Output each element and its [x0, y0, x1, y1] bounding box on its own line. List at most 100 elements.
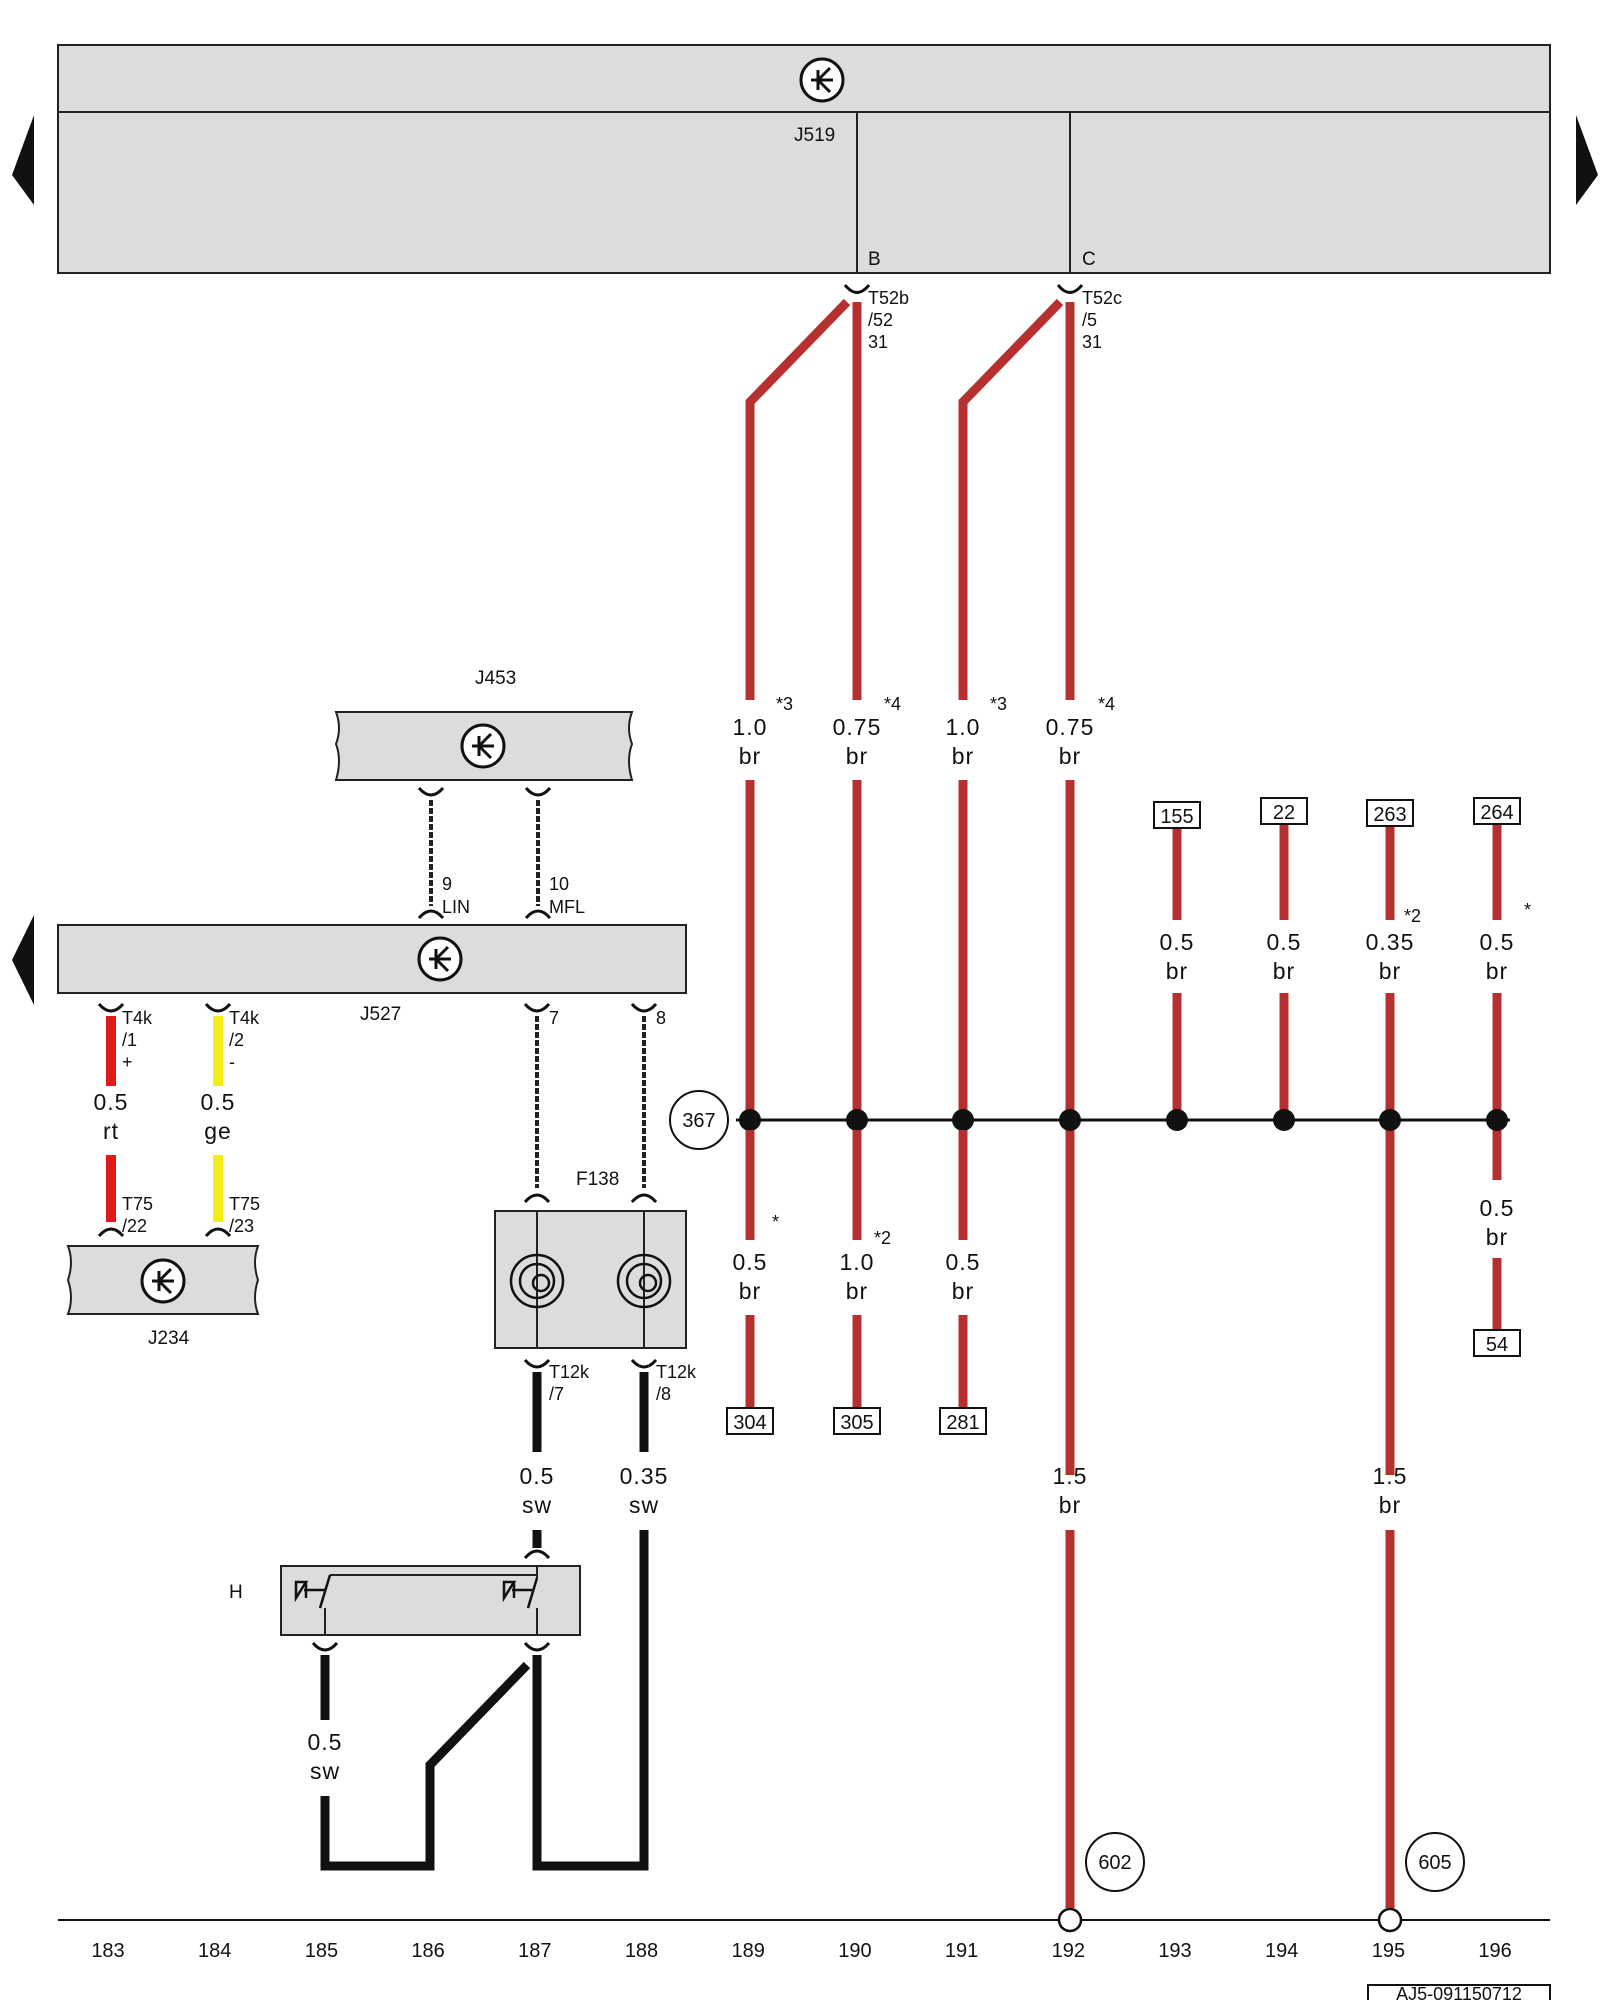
- wire-188-size: 0.35: [620, 1463, 669, 1489]
- wire-196-size: 0.5: [1480, 929, 1515, 955]
- bus-node-194: [1273, 1109, 1295, 1131]
- wire-190b-size: 1.0: [840, 1249, 875, 1275]
- ground-point-367-label: 367: [682, 1110, 715, 1132]
- ground-point-367-circle[interactable]: [669, 1090, 729, 1150]
- nav-left-arrow-top[interactable]: [12, 115, 34, 205]
- t12k8-label-2: /8: [656, 1384, 671, 1404]
- mfl-pin-label: MFL: [549, 897, 585, 917]
- wire-187-color: sw: [522, 1492, 552, 1518]
- mfl-pin-number: 10: [549, 874, 569, 894]
- j519-label: J519: [794, 125, 835, 146]
- ruler-number: 187: [518, 1940, 551, 1962]
- wire-183-size: 0.5: [94, 1089, 129, 1115]
- ruler-number: 189: [732, 1940, 765, 1962]
- bus-node-189: [739, 1109, 761, 1131]
- wire-189b-color: br: [739, 1278, 761, 1304]
- j527-electronic-icon: [417, 936, 463, 982]
- t52c-connector-icon: [1056, 284, 1084, 294]
- wire-191b-size: 0.5: [946, 1249, 981, 1275]
- j527-plug-lin-icon: [417, 909, 445, 920]
- footer-code-box: [1367, 1984, 1551, 2000]
- wire-190-size: 0.75: [833, 714, 882, 740]
- footer-code: AJ5-091150712: [1396, 1984, 1522, 2000]
- wire-189-size: 1.0: [733, 714, 768, 740]
- wire-196-note: *: [1524, 900, 1531, 920]
- t52b-label-3: 31: [868, 332, 888, 352]
- h-plug-right-icon: [523, 1641, 551, 1652]
- t12k8-connector-icon: [630, 1358, 658, 1369]
- ref-box-155[interactable]: [1153, 801, 1201, 829]
- wire-190b-note: *2: [874, 1228, 891, 1248]
- wire-195-note: *2: [1404, 906, 1421, 926]
- t75-22-connector-icon: [97, 1227, 125, 1238]
- wire-192-size: 0.75: [1046, 714, 1095, 740]
- ground-point-605-label: 605: [1418, 1852, 1451, 1874]
- ref-box-54[interactable]: [1473, 1329, 1521, 1357]
- ref-box-304[interactable]: [726, 1407, 774, 1435]
- wire-187-188-loop: [532, 1530, 649, 1871]
- f138-plug-a-icon: [523, 1193, 551, 1204]
- wire-185-color: sw: [310, 1758, 340, 1784]
- j453-label: J453: [475, 668, 516, 689]
- wire-192-note: *4: [1098, 694, 1115, 714]
- ruler-number: 185: [305, 1940, 338, 1962]
- bus-node-191: [952, 1109, 974, 1131]
- wire-192b-size: 1.5: [1053, 1463, 1088, 1489]
- ref-281-label: 281: [946, 1412, 979, 1434]
- ref-box-305[interactable]: [833, 1407, 881, 1435]
- j234-label: J234: [148, 1328, 190, 1349]
- wire-191-upper: [958, 298, 1064, 700]
- t4k2-label-3: -: [229, 1052, 235, 1072]
- h-contact-left-icon: [294, 1574, 332, 1609]
- ground-point-605-circle[interactable]: [1405, 1832, 1465, 1892]
- t52c-label-2: /5: [1082, 310, 1097, 330]
- ruler-number: 192: [1052, 1940, 1085, 1962]
- nav-left-arrow-lower[interactable]: [12, 915, 34, 1005]
- wire-196b-color: br: [1486, 1224, 1508, 1250]
- ref-155-label: 155: [1160, 806, 1193, 828]
- wire-189b-size: 0.5: [733, 1249, 768, 1275]
- ruler-number: 188: [625, 1940, 658, 1962]
- bus-node-195: [1379, 1109, 1401, 1131]
- t75-23-label-2: /23: [229, 1216, 254, 1236]
- wire-190-note: *4: [884, 694, 901, 714]
- wire-195-color: br: [1379, 958, 1401, 984]
- bus-node-196: [1486, 1109, 1508, 1131]
- ground-point-602-circle[interactable]: [1085, 1832, 1145, 1892]
- wire-195-size: 0.35: [1366, 929, 1415, 955]
- lin-pin-label: LIN: [442, 897, 470, 917]
- t4k1-connector-icon: [97, 1002, 125, 1013]
- j453-electronic-icon: [460, 723, 506, 769]
- j453-control-unit: J453: [334, 668, 634, 781]
- ref-263-label: 263: [1373, 804, 1406, 826]
- t12k7-label-1: T12k: [549, 1362, 590, 1382]
- nav-right-arrow[interactable]: [1576, 115, 1598, 205]
- wire-196-color: br: [1486, 958, 1508, 984]
- f138-plug-b-icon: [630, 1193, 658, 1204]
- ref-box-22[interactable]: [1260, 797, 1308, 825]
- h-contact-right-icon: [502, 1577, 539, 1609]
- wire-192b-color: br: [1059, 1492, 1081, 1518]
- ref-box-263[interactable]: [1366, 799, 1414, 827]
- h-plug-left-icon: [311, 1641, 339, 1652]
- wire-189-upper: [745, 298, 851, 700]
- ruler-number: 184: [198, 1940, 231, 1962]
- lin-pin-number: 9: [442, 874, 452, 894]
- wire-191-size: 1.0: [946, 714, 981, 740]
- wire-187-size: 0.5: [520, 1463, 555, 1489]
- j453-plug-lin-icon: [417, 786, 445, 797]
- ground-bus-nodes: [739, 1109, 1508, 1131]
- wire-189-color: br: [739, 743, 761, 769]
- f138-coil-spiral-a-icon: [509, 1253, 565, 1309]
- ruler-number: 191: [945, 1940, 978, 1962]
- ground-terminal-195: [1377, 1907, 1403, 1933]
- j527-pin7-label: 7: [549, 1008, 559, 1028]
- wire-195b-size: 1.5: [1373, 1463, 1408, 1489]
- ref-box-264[interactable]: [1473, 797, 1521, 825]
- f138-coil-spiral-b-icon: [616, 1253, 672, 1309]
- wire-189b-note: *: [772, 1212, 779, 1232]
- wire-191-note: *3: [990, 694, 1007, 714]
- ref-box-281[interactable]: [939, 1407, 987, 1435]
- wire-185-lower: [320, 1661, 531, 1871]
